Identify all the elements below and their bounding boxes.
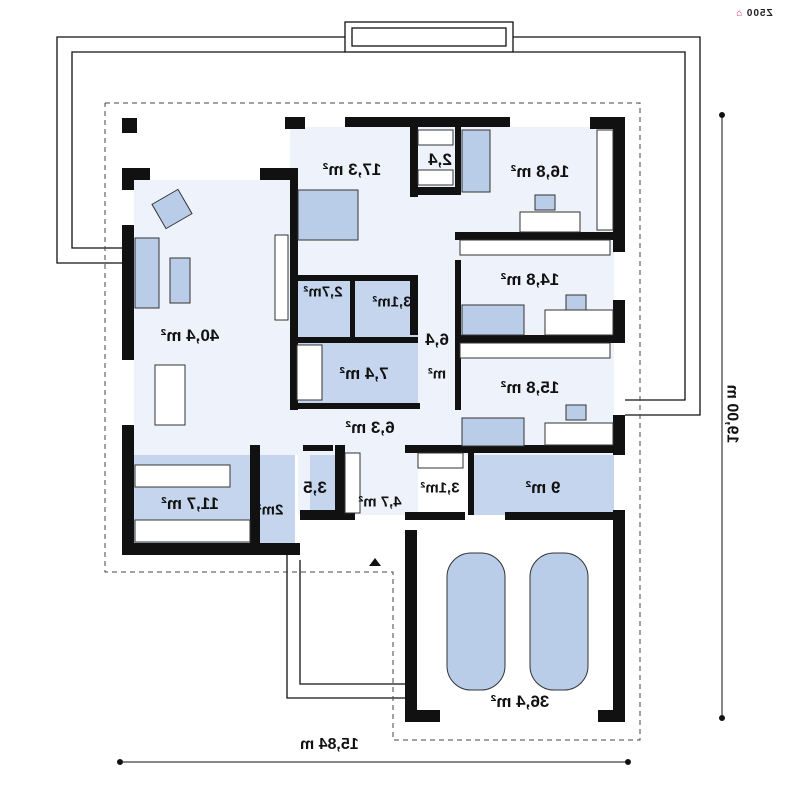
room-label-bathroom: 7,4 m² bbox=[339, 364, 389, 383]
footprint-outline bbox=[104, 102, 641, 741]
room-label-boiler: 3,1m² bbox=[420, 479, 460, 497]
logo-mark-icon: ⌂ bbox=[735, 8, 743, 19]
entrance-arrow-icon bbox=[369, 558, 381, 566]
room-label-corridor-unit: m² bbox=[427, 365, 447, 383]
room-label-wc: 3,5 bbox=[303, 478, 327, 497]
room-label-bedroom-3: 15,8 m² bbox=[500, 378, 560, 397]
room-label-pantry: 2m² bbox=[256, 501, 284, 519]
walls bbox=[122, 117, 625, 722]
fixtures bbox=[134, 129, 614, 543]
room-label-corridor: 6,4 bbox=[425, 330, 449, 349]
room-label-hall: 6,3 m² bbox=[345, 418, 395, 437]
room-label-garage: 36,4 m² bbox=[490, 692, 550, 711]
dimension-lines bbox=[117, 112, 725, 765]
logo: Z500 ⌂ bbox=[735, 8, 773, 19]
room-label-bedroom-1: 16,8 m² bbox=[510, 162, 570, 181]
furniture bbox=[134, 129, 589, 691]
room-label-wardrobe: 2,4 bbox=[428, 150, 452, 169]
room-label-bedroom-master: 17,3 m² bbox=[322, 160, 382, 179]
width-dimension-label: 15,84 m bbox=[300, 736, 359, 753]
room-label-bedroom-2: 14,8 m² bbox=[500, 270, 560, 289]
logo-text: Z500 bbox=[745, 8, 773, 19]
room-label-entry: 4,7 m² bbox=[358, 493, 402, 511]
room-label-utility: 9 m² bbox=[525, 478, 561, 497]
depth-dimension-label: 19,00 m bbox=[723, 384, 741, 444]
room-label-ensuite-wc: 2,7m² bbox=[303, 283, 343, 301]
room-label-ensuite: 3,1m² bbox=[372, 293, 412, 311]
room-label-kitchen: 11,7 m² bbox=[161, 494, 219, 513]
roof-outline bbox=[56, 21, 701, 699]
room-label-living: 40,4 m² bbox=[160, 326, 220, 345]
